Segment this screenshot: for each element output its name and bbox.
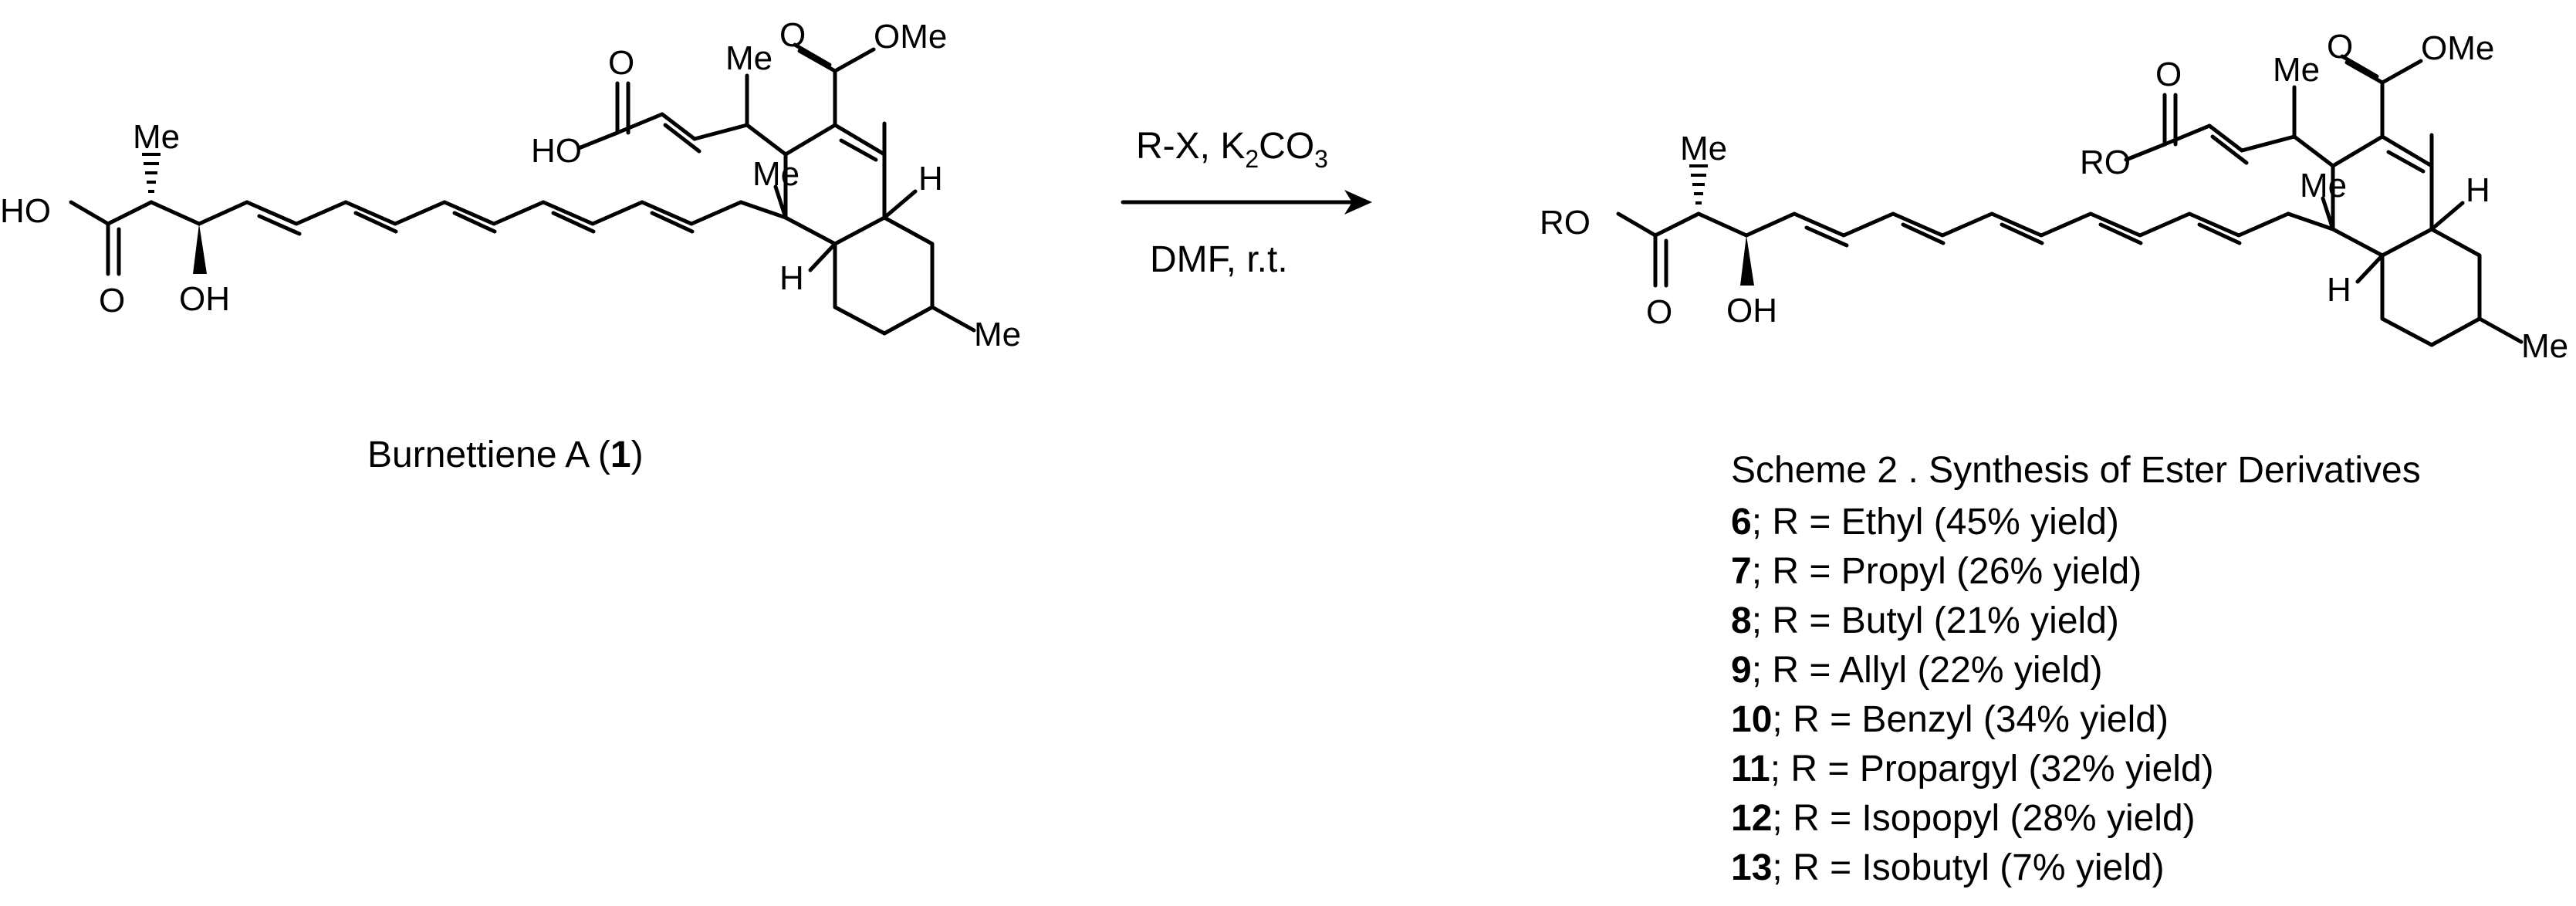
product-entry: 13; R = Isobutyl (7% yield) — [1731, 847, 2165, 888]
reaction-arrow — [1121, 190, 1372, 215]
label-me: Me — [2273, 51, 2320, 89]
label-me: Me — [974, 316, 1021, 353]
label-me: Me — [2300, 167, 2347, 205]
label-o: O — [2327, 28, 2353, 66]
label-o: O — [1646, 293, 1672, 331]
reactant-name: Burnettiene A (1) — [367, 434, 644, 475]
label-me: Me — [752, 155, 800, 193]
label-ho: HO — [531, 132, 582, 170]
label-me: Me — [2521, 327, 2568, 365]
reactant-structure — [69, 42, 976, 336]
label-ro: RO — [1540, 204, 1591, 242]
product-entry: 9; R = Allyl (22% yield) — [1731, 650, 2103, 691]
label-oh: OH — [1726, 292, 1777, 330]
product-entry: 6; R = Ethyl (45% yield) — [1731, 502, 2119, 543]
product-entry: 11; R = Propargyl (32% yield) — [1731, 749, 2214, 789]
caption: Scheme 2 . Synthesis of Ester Derivative… — [1731, 450, 2421, 888]
reactant-labels: HO O OH Me Me H H Me Me HO O O OMe — [0, 16, 1021, 353]
wedge-bond-hydroxyl — [1740, 235, 1754, 286]
label-h: H — [2466, 171, 2490, 209]
label-me: Me — [725, 39, 772, 77]
label-o: O — [608, 44, 634, 82]
wedge-bond-hydroxyl — [193, 224, 207, 274]
label-ho: HO — [0, 192, 51, 230]
product-entry: 12; R = Isopopyl (28% yield) — [1731, 798, 2196, 839]
product-structure — [1616, 54, 2524, 347]
label-h: H — [918, 160, 943, 198]
label-o: O — [779, 16, 806, 54]
product-entry: 8; R = Butyl (21% yield) — [1731, 600, 2119, 641]
label-ro: RO — [2080, 144, 2131, 181]
label-oh: OH — [179, 280, 230, 318]
label-ome: OMe — [2421, 29, 2494, 67]
reagents: R-X, K2CO3 — [1136, 126, 1328, 173]
hashed-bond-alpha-methyl — [1689, 164, 1708, 205]
label-h: H — [779, 259, 804, 297]
product-entry: 7; R = Propyl (26% yield) — [1731, 551, 2142, 592]
label-o: O — [99, 282, 125, 319]
label-o: O — [2155, 56, 2182, 93]
product-labels: RO O OH Me Me H H Me Me RO O O OMe — [1540, 28, 2568, 365]
product-entry: 10; R = Benzyl (34% yield) — [1731, 699, 2169, 740]
label-h: H — [2327, 271, 2351, 309]
label-me: Me — [1680, 130, 1727, 167]
solvent-conditions: DMF, r.t. — [1150, 239, 1288, 280]
label-ome: OMe — [874, 18, 947, 56]
label-me: Me — [133, 118, 180, 156]
hashed-bond-alpha-methyl — [142, 153, 161, 193]
scheme-title: Scheme 2 . Synthesis of Ester Derivative… — [1731, 450, 2421, 491]
